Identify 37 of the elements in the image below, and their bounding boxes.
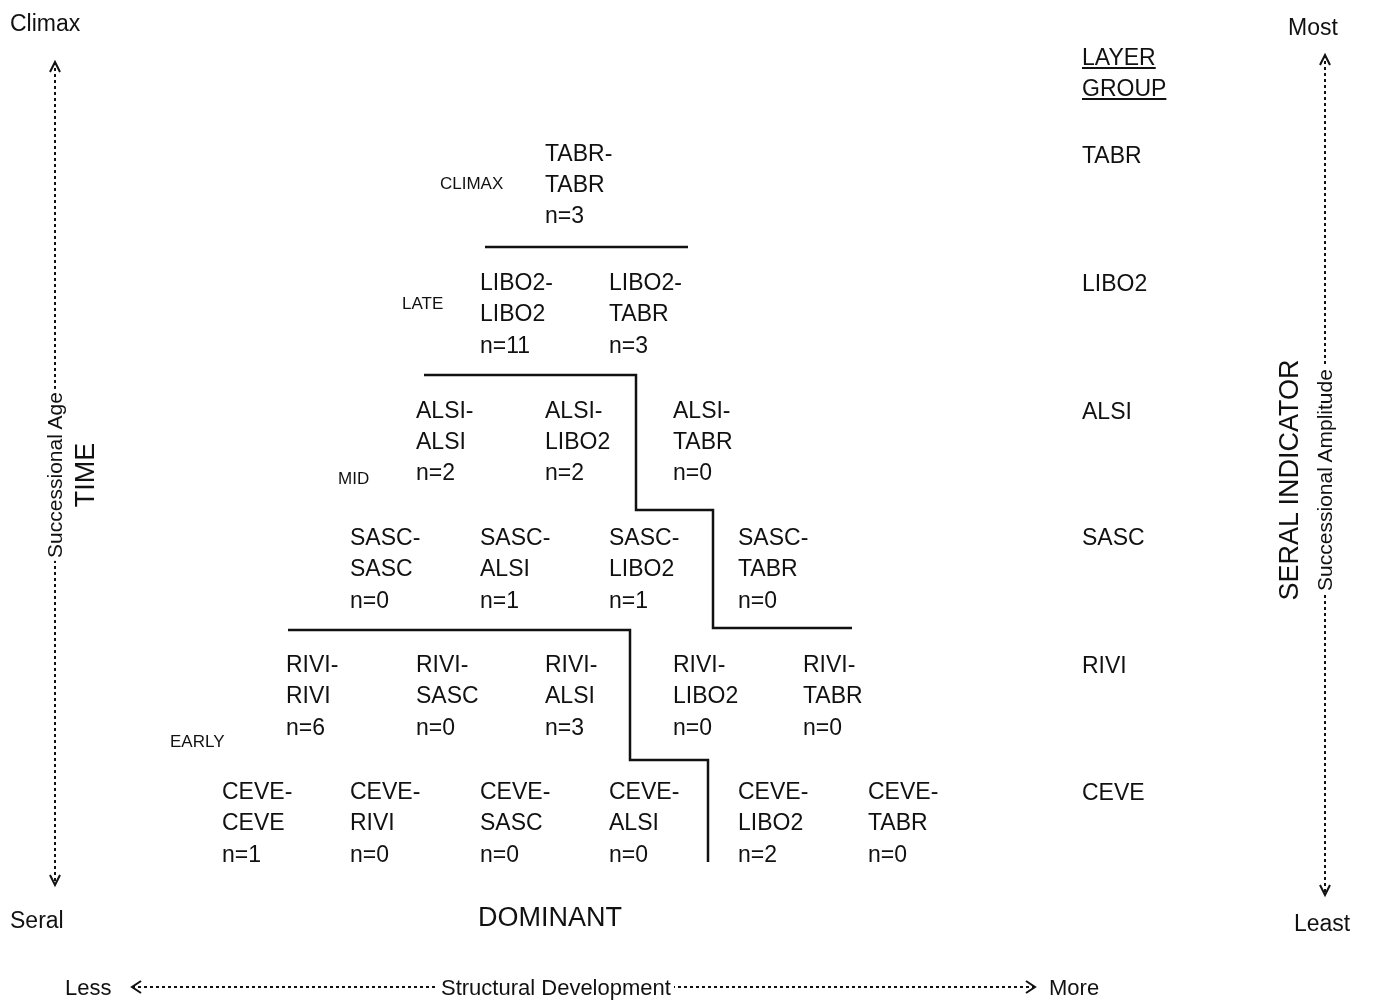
sample-count: n=0	[350, 840, 389, 869]
sample-count: n=3	[545, 201, 584, 230]
layer-group-name: LIBO2	[1082, 269, 1148, 298]
sample-count: n=1	[222, 840, 261, 869]
sample-count: n=0	[738, 586, 777, 615]
sample-count: n=3	[609, 331, 648, 360]
sample-count: n=1	[480, 586, 519, 615]
sample-count: n=0	[350, 586, 389, 615]
stage-label: EARLY	[170, 731, 225, 753]
axis-end-label: Most	[1288, 13, 1338, 42]
axis-end-label: Least	[1294, 909, 1351, 938]
sample-count: n=0	[803, 713, 842, 742]
layer-group-name: CEVE	[1082, 778, 1145, 807]
axis-title: DOMINANT	[478, 902, 622, 933]
layer-group-name: ALSI	[1082, 397, 1132, 426]
sample-count: n=2	[738, 840, 777, 869]
sample-count: n=3	[545, 713, 584, 742]
sample-count: n=0	[673, 458, 712, 487]
stage-label: MID	[338, 468, 370, 490]
sample-count: n=1	[609, 586, 648, 615]
sample-count: n=0	[416, 713, 455, 742]
layer-group-name: SASC	[1082, 523, 1145, 552]
axis-end-label: Seral	[10, 906, 64, 935]
layer-group-name: RIVI	[1082, 651, 1127, 680]
sample-count: n=11	[480, 331, 531, 360]
sample-count: n=6	[286, 713, 325, 742]
sample-count: n=0	[868, 840, 907, 869]
sample-count: n=2	[416, 458, 455, 487]
sample-count: n=0	[673, 713, 712, 742]
stage-label: LATE	[402, 293, 444, 315]
layer-group-name: TABR	[1082, 141, 1142, 170]
sample-count: n=0	[480, 840, 519, 869]
column-heading: LAYER GROUP	[1082, 43, 1168, 103]
sample-count: n=2	[545, 458, 584, 487]
stage-label: CLIMAX	[440, 173, 504, 195]
axis-end-label: Climax	[10, 9, 81, 38]
sample-count: n=0	[609, 840, 648, 869]
